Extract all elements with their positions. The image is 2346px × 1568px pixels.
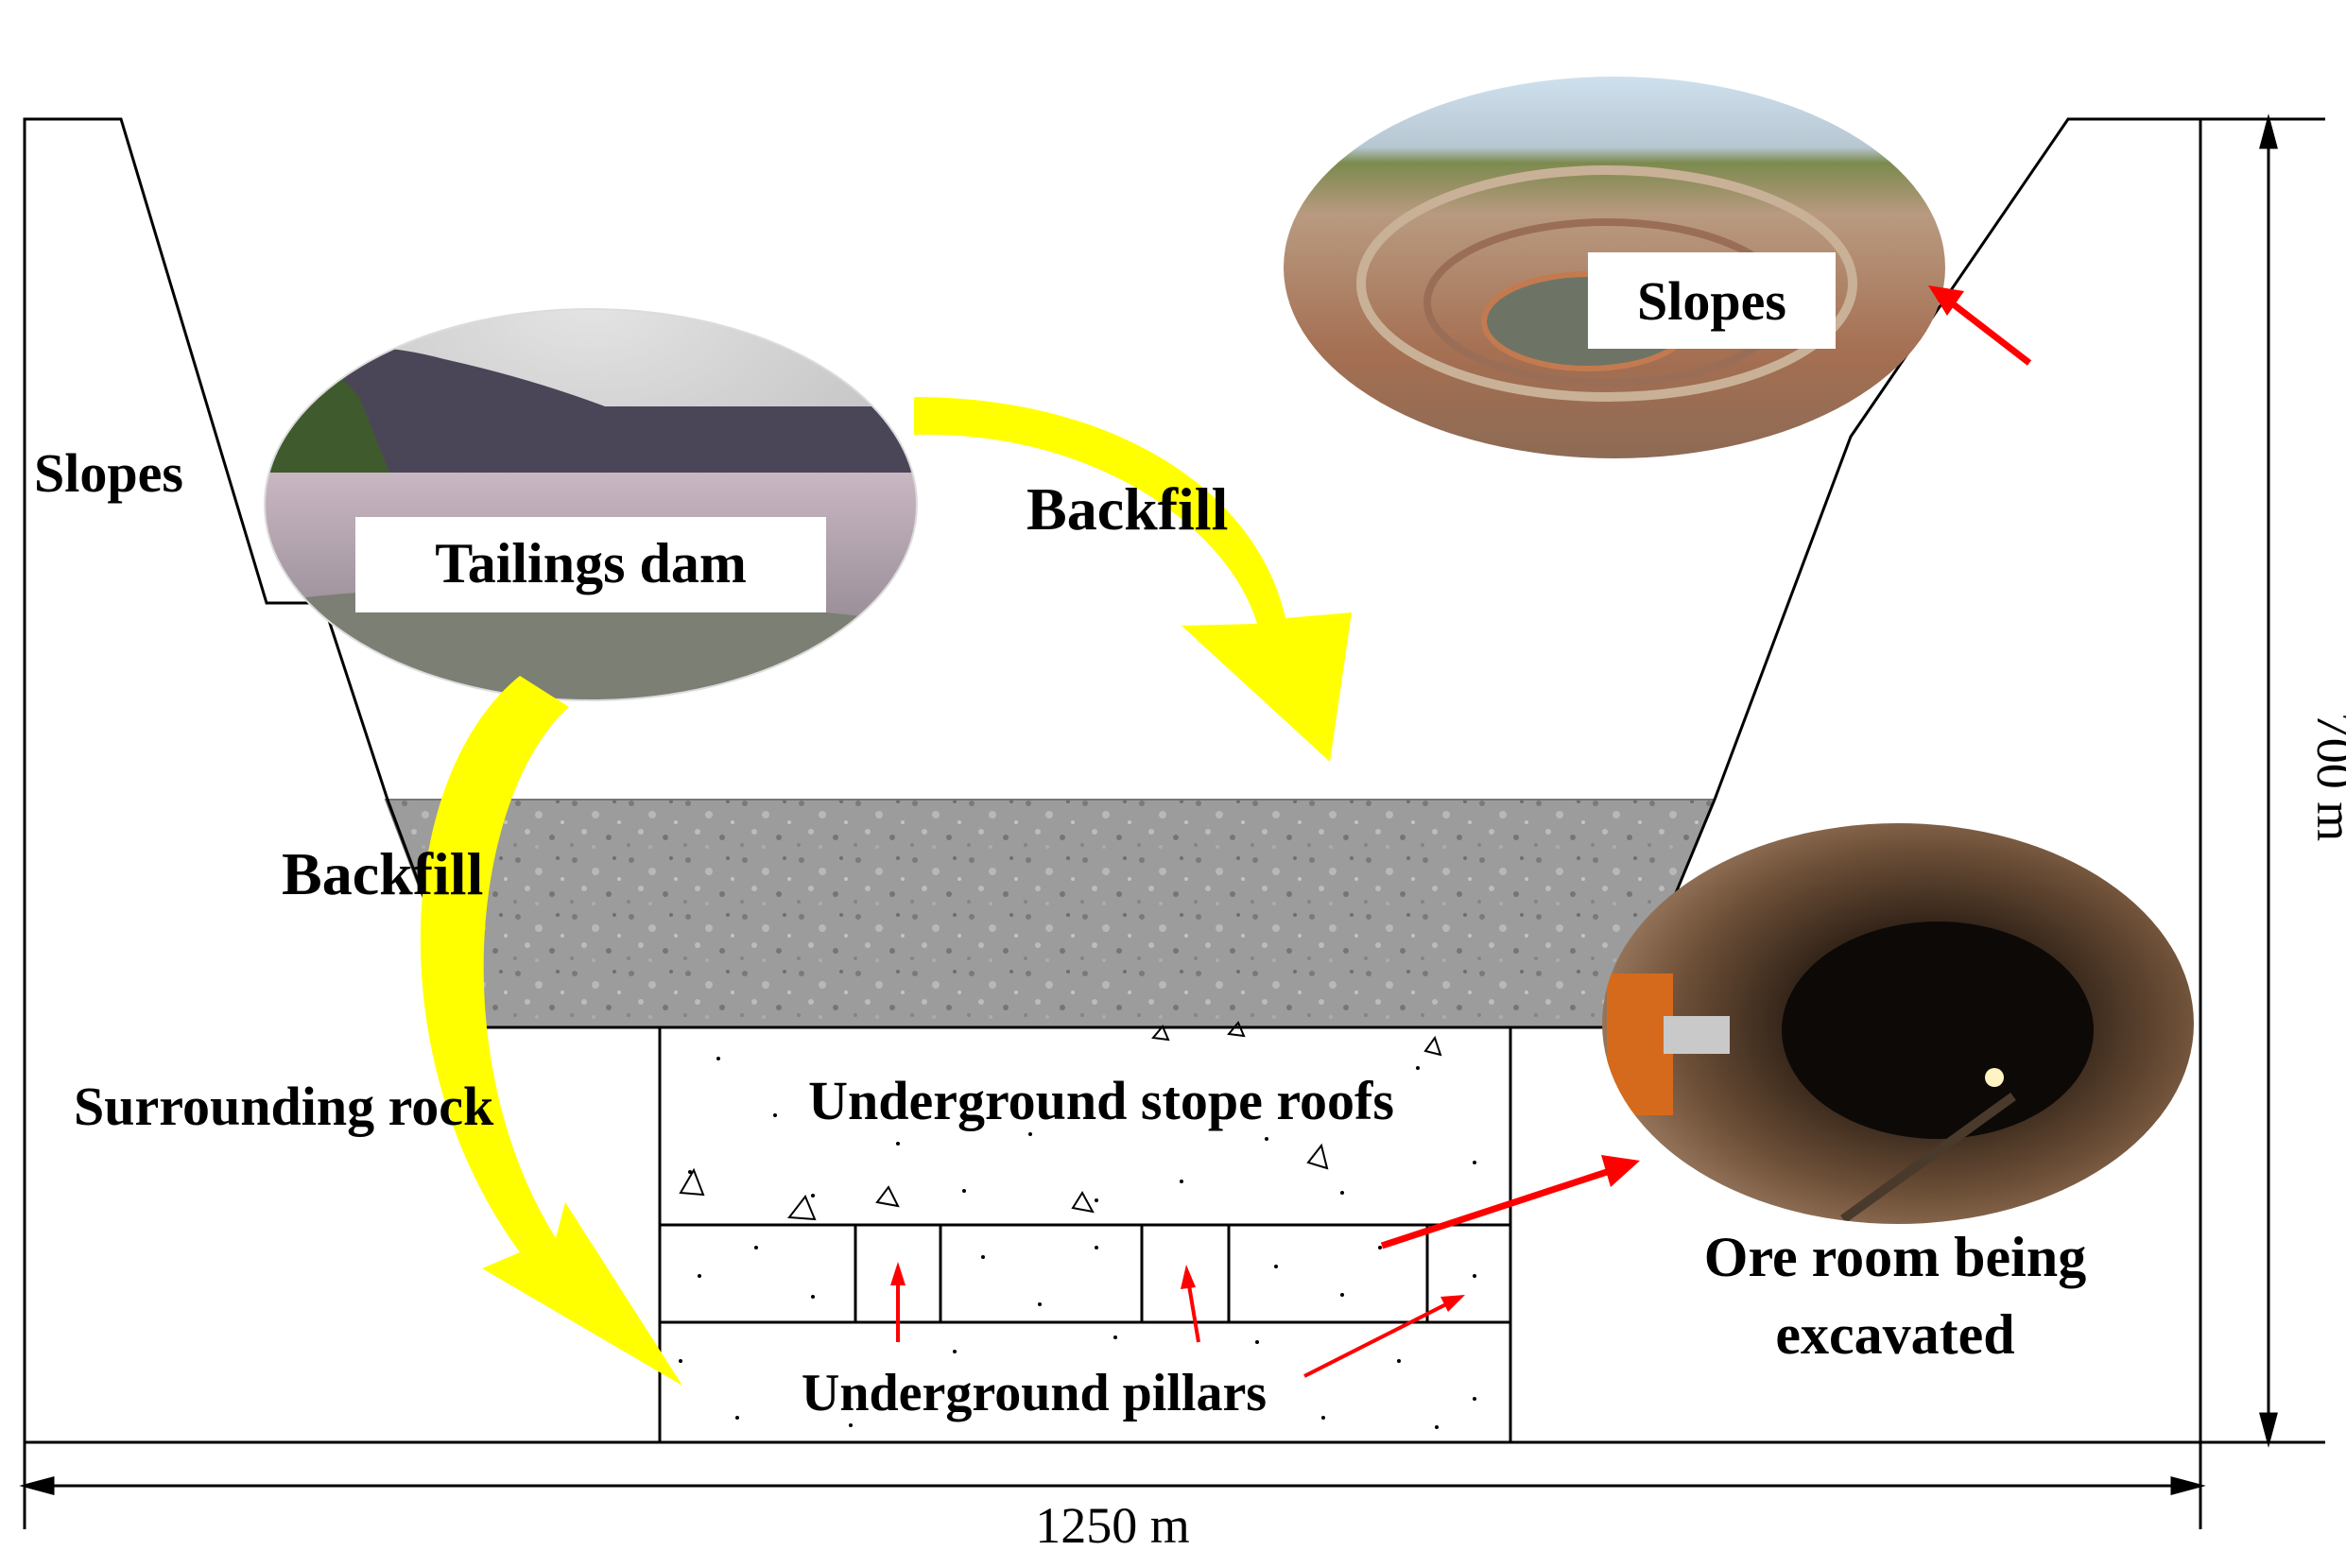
surrounding-rock-label: Surrounding rock xyxy=(74,1076,494,1137)
slopes-photo-label-box xyxy=(1588,252,1836,349)
ore-room-label-line2: excavated xyxy=(1775,1303,2014,1366)
tailings-dam-photo xyxy=(265,309,917,700)
backfill-arrow-top xyxy=(914,397,1352,762)
backfill-arrows xyxy=(420,397,1352,1386)
tunnel-photo xyxy=(1602,823,2194,1224)
backfill-left-label: Backfill xyxy=(282,840,483,907)
pillars-label: Underground pillars xyxy=(802,1364,1267,1422)
dimension-width xyxy=(19,1442,2206,1529)
backfill-top-label: Backfill xyxy=(1026,475,1228,543)
tailings-dam-label: Tailings dam xyxy=(435,532,747,594)
tailings-dam-label-box xyxy=(355,517,826,612)
height-dimension-label: 700 m xyxy=(2306,713,2346,842)
pointer-slopes xyxy=(1948,300,2032,366)
backfill-layer xyxy=(384,799,1716,1028)
rock-speckles xyxy=(679,1057,1476,1429)
backfill-arrow-left xyxy=(420,676,682,1386)
pillar-2 xyxy=(1140,1223,1231,1324)
rock-triangles xyxy=(679,1021,1442,1221)
ore-room-label-line1: Ore room being xyxy=(1704,1226,2086,1288)
underground-block xyxy=(658,1021,1512,1444)
pointer-pillars-3 xyxy=(1303,1302,1447,1378)
pointer-arrows xyxy=(890,285,2032,1378)
pointer-pillars-2 xyxy=(1187,1284,1200,1343)
slopes-left-label: Slopes xyxy=(34,442,183,504)
width-dimension-label: 1250 m xyxy=(1035,1497,1190,1554)
slopes-photo-label: Slopes xyxy=(1637,270,1786,332)
pointer-ore-room xyxy=(1380,1168,1609,1249)
dimension-height xyxy=(2200,113,2325,1448)
stope-roofs-label: Underground stope roofs xyxy=(808,1070,1394,1131)
